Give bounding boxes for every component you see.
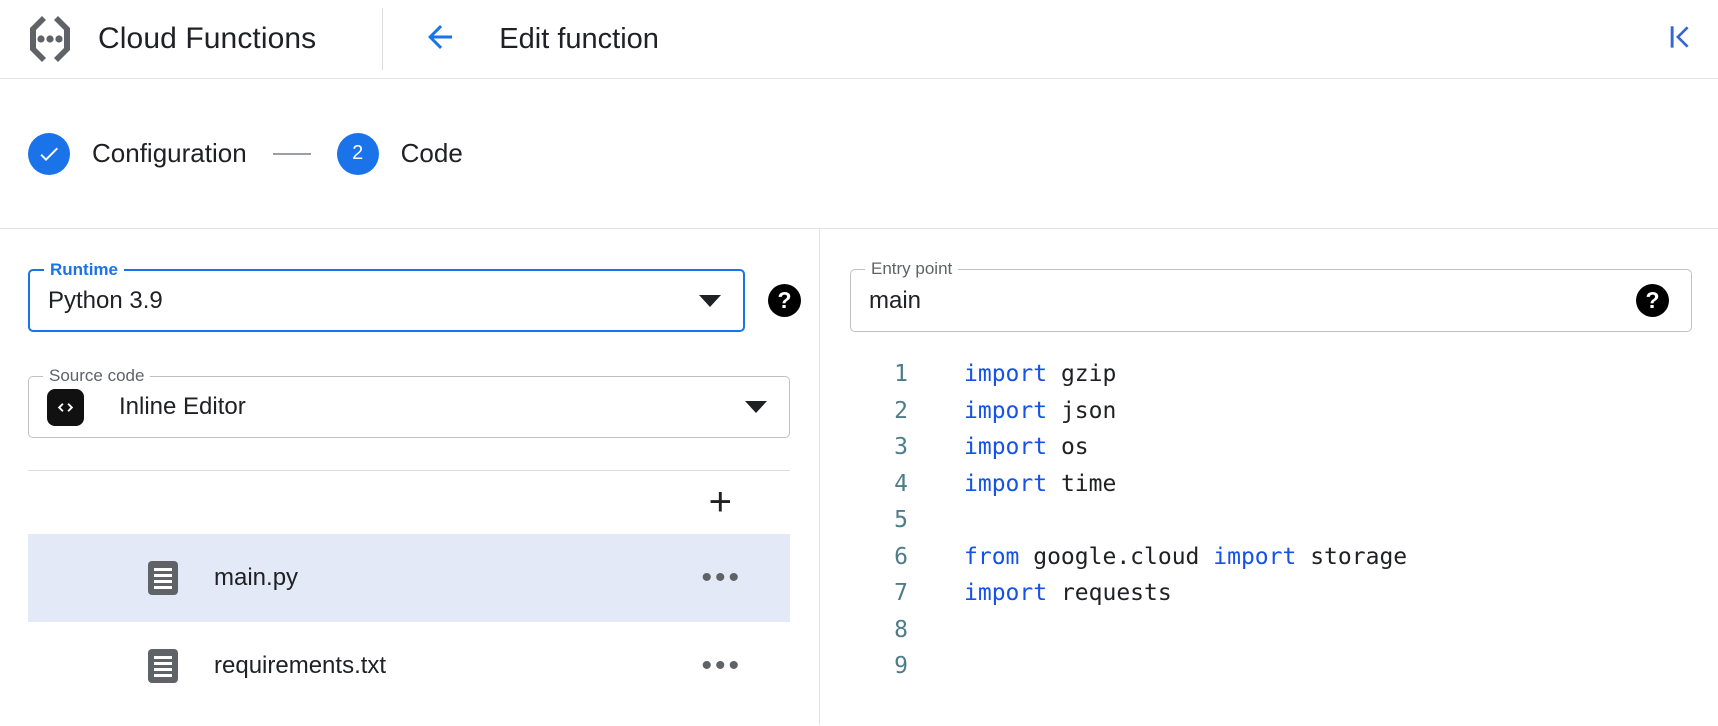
entry-point-row: Entry point main ? [820,259,1718,332]
entry-point-help-icon[interactable]: ? [1636,284,1669,317]
code-line: 1 import gzip [842,356,1718,393]
step-connector [272,152,311,155]
collapse-panel-button[interactable] [1660,19,1700,59]
right-pane: Entry point main ? 1 import gzip 2 import j… [820,229,1718,725]
code-line-text: import time [964,470,1117,497]
code-line: 3 import os [842,429,1718,466]
entry-point-label: Entry point [865,259,959,279]
product-branding[interactable]: Cloud Functions [0,13,316,65]
entry-point-value: main [869,286,922,314]
body-area: Runtime Python 3.9 ? Source code Inline … [0,229,1718,725]
code-line-number: 8 [894,616,908,643]
page-title: Edit function [499,22,659,55]
step-configuration-label: Configuration [92,138,247,168]
header-divider [382,8,384,70]
code-line: 8 [842,612,1718,649]
code-line-number: 1 [894,361,908,387]
code-line: 5 [842,502,1718,539]
file-list: main.py ••• requirements.txt ••• [0,534,819,710]
app-header: Cloud Functions Edit function [0,0,1718,79]
code-line: 4 import time [842,466,1718,503]
code-line: 6 from google.cloud import storage [842,539,1718,576]
source-code-value: Inline Editor [119,393,246,420]
file-list-item-main-py[interactable]: main.py ••• [28,534,790,622]
step-code-label: Code [400,138,463,168]
runtime-value: Python 3.9 [48,286,163,314]
file-overflow-menu-button[interactable]: ••• [701,561,742,594]
file-overflow-menu-button[interactable]: ••• [701,649,742,682]
cloud-functions-logo-icon [22,13,78,65]
file-name: requirements.txt [214,652,387,679]
code-line-number: 2 [894,397,908,424]
file-document-icon [148,649,178,683]
runtime-row: Runtime Python 3.9 ? [0,260,819,332]
runtime-label: Runtime [44,260,124,280]
file-name: main.py [214,564,299,591]
code-line-text: import json [964,397,1117,424]
check-icon [40,147,58,161]
first-page-icon [1664,21,1696,58]
step-code[interactable]: 2 Code [336,132,463,175]
source-code-row: Source code Inline Editor [0,366,790,438]
file-list-item-requirements-txt[interactable]: requirements.txt ••• [28,622,790,710]
back-button[interactable] [417,16,463,62]
code-line: 7 import requests [842,575,1718,612]
code-line-text: import os [964,434,1089,460]
code-line-text: import requests [964,580,1172,606]
left-pane: Runtime Python 3.9 ? Source code Inline … [0,229,820,725]
runtime-select[interactable]: Runtime Python 3.9 [28,260,745,332]
chevron-down-icon[interactable] [698,294,721,307]
arrow-back-icon [422,19,458,60]
code-brackets-icon [47,388,84,426]
entry-point-input[interactable]: Entry point main ? [850,259,1692,332]
file-toolbar: + [28,470,790,532]
code-line-text: from google.cloud import storage [964,543,1408,570]
code-line-number: 3 [894,434,908,460]
file-document-icon [148,561,178,595]
source-chevron-down-icon[interactable] [745,401,767,413]
code-line-number: 7 [894,580,908,606]
code-line-number: 5 [894,507,908,533]
step-configuration-badge [28,132,70,175]
step-code-badge: 2 [336,132,379,175]
add-file-button[interactable]: + [708,479,732,524]
code-line-number: 6 [894,543,908,570]
code-line-text: import gzip [964,361,1117,387]
source-code-select[interactable]: Source code Inline Editor [28,366,790,438]
runtime-help-icon[interactable]: ? [768,284,801,317]
wizard-stepper: Configuration 2 Code [0,79,1718,229]
code-line: 9 [842,648,1718,685]
code-line-number: 9 [894,653,908,679]
code-editor[interactable]: 1 import gzip 2 import json 3 import os 4 impor… [842,356,1718,685]
step-configuration[interactable]: Configuration [28,132,247,175]
source-code-label: Source code [43,366,151,386]
product-title: Cloud Functions [98,22,317,55]
code-line: 2 import json [842,393,1718,430]
code-line-number: 4 [894,470,908,497]
